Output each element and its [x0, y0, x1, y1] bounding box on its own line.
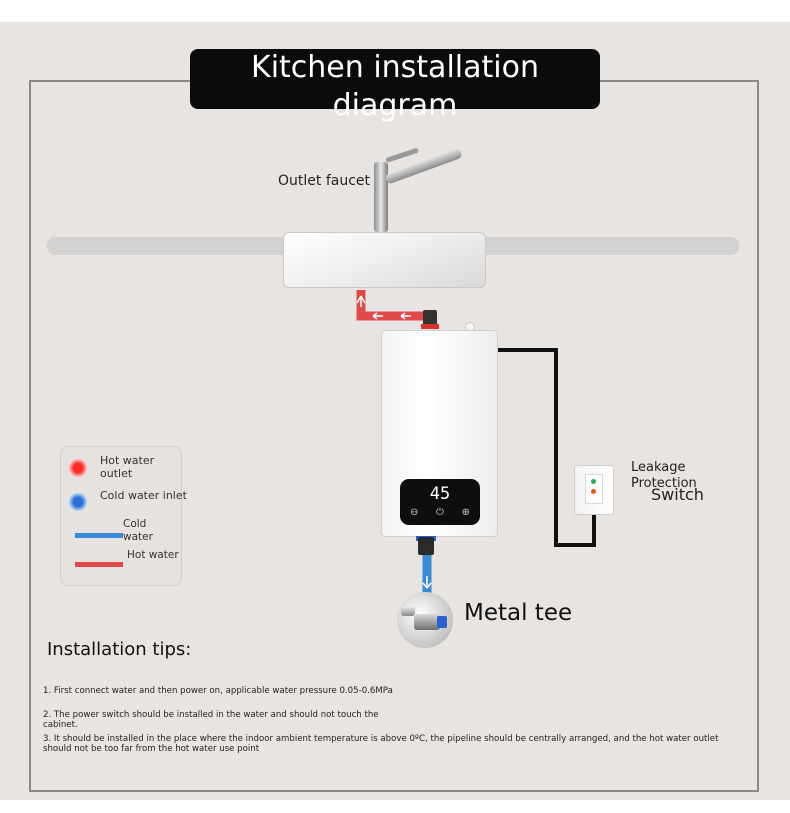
- hot-pipe-arrow-up: [356, 295, 366, 307]
- metal-tee-icon: [397, 592, 453, 648]
- legend-hot-outlet: Hot water outlet: [100, 454, 155, 480]
- tee-body: [414, 614, 440, 630]
- tip-1: 1. First connect water and then power on…: [43, 686, 393, 696]
- metal-tee-label: Metal tee: [464, 600, 573, 626]
- sink: [283, 232, 486, 288]
- tee-outlet: [437, 616, 447, 628]
- leakage-protection-label: Leakage Protection: [631, 460, 697, 491]
- leakage-switch-icon: [574, 465, 614, 515]
- legend: Hot water outlet Cold water inlet Cold w…: [60, 446, 187, 586]
- hot-water-swatch: [75, 562, 123, 567]
- green-indicator: [591, 479, 596, 484]
- red-indicator: [591, 489, 596, 494]
- legend-hot-water: Hot water: [127, 549, 179, 561]
- inlet-fitting: [418, 537, 434, 555]
- cold-inlet-dot-icon: [69, 493, 87, 511]
- plus-icon: ⊕: [461, 507, 470, 518]
- hot-pipe-arrow-left-1: [372, 312, 383, 320]
- switch-panel: [585, 474, 603, 504]
- power-cable: [497, 348, 596, 547]
- tee-handle: [401, 606, 415, 616]
- hot-outlet-dot-icon: [69, 459, 87, 477]
- outlet-faucet-label: Outlet faucet: [278, 173, 371, 189]
- minus-icon: ⊖: [410, 507, 419, 518]
- switch-label: Switch: [651, 485, 704, 504]
- legend-cold-water: Cold water: [123, 518, 153, 543]
- cold-water-swatch: [75, 533, 123, 538]
- temperature-readout: 45: [429, 484, 451, 504]
- power-icon: ⏻: [436, 507, 444, 518]
- tip-2: 2. The power switch should be installed …: [43, 710, 379, 730]
- outlet-fitting-ring: [421, 324, 439, 329]
- hot-water-pipe: [356, 290, 428, 321]
- heater-controls: ⊖ ⏻ ⊕: [410, 507, 470, 518]
- water-heater: 45 ⊖ ⏻ ⊕: [381, 330, 498, 537]
- hot-pipe-arrow-left-2: [400, 312, 411, 320]
- tip-3: 3. It should be installed in the place w…: [43, 734, 719, 754]
- legend-cold-inlet: Cold water inlet: [100, 489, 187, 502]
- heater-display: 45 ⊖ ⏻ ⊕: [400, 479, 480, 525]
- faucet-icon: [374, 162, 388, 232]
- cold-pipe-arrow-down: [422, 576, 432, 589]
- page-title: Kitchen installation diagram: [190, 49, 600, 123]
- tips-heading: Installation tips:: [47, 639, 192, 660]
- outlet-fitting: [423, 310, 437, 328]
- title-text: Kitchen installation diagram: [251, 50, 539, 123]
